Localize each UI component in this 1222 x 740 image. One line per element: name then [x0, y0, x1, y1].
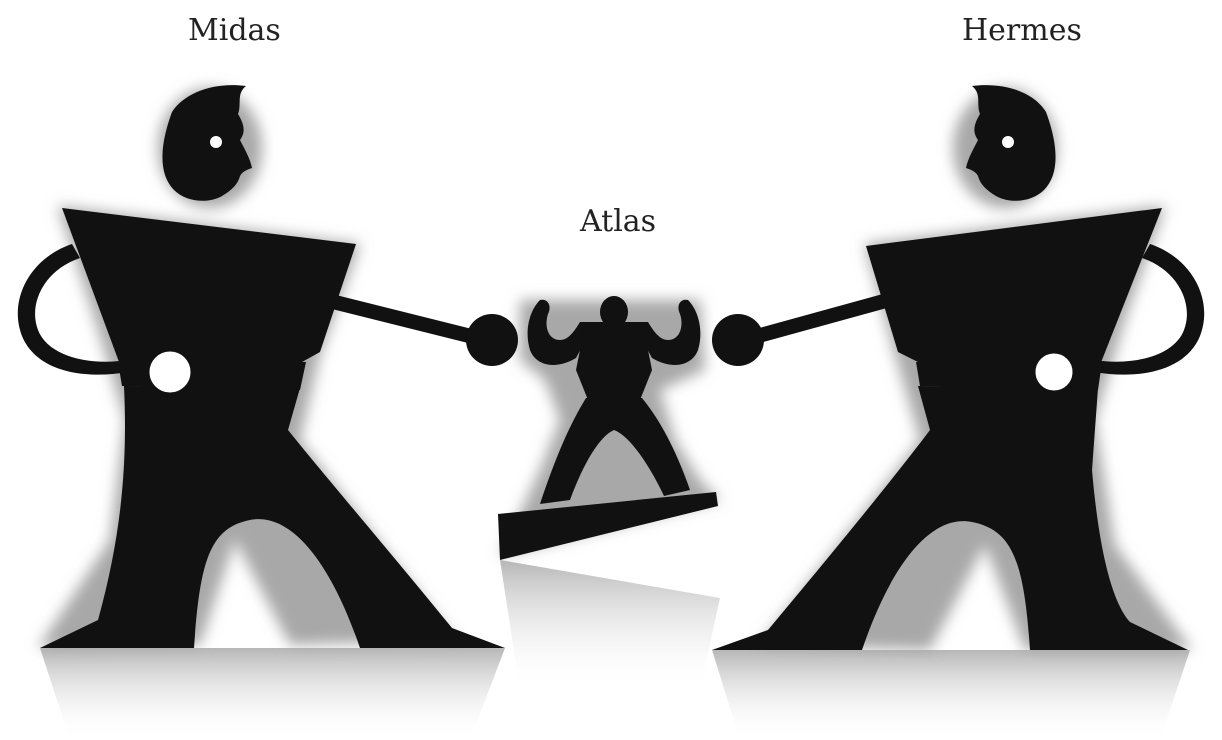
- hermes-torso: [866, 208, 1162, 370]
- atlas-torso: [576, 330, 652, 400]
- hermes-eye: [1002, 136, 1014, 148]
- hermes-reflection: [712, 650, 1190, 740]
- midas-fist: [466, 314, 518, 366]
- midas-eye: [210, 136, 222, 148]
- midas-belt: [118, 362, 306, 390]
- hermes-belt-buckle: [1034, 352, 1074, 392]
- label-midas: Midas: [188, 16, 281, 46]
- midas-rope-arm: [320, 292, 476, 344]
- label-hermes: Hermes: [962, 16, 1082, 46]
- hermes-fist: [712, 314, 764, 366]
- atlas-figure: [498, 296, 718, 560]
- hermes-rope-arm: [752, 292, 894, 344]
- atlas-reflection: [500, 560, 720, 690]
- label-atlas: Atlas: [580, 207, 656, 237]
- midas-reflection: [40, 648, 505, 740]
- midas-belt-buckle: [148, 350, 192, 394]
